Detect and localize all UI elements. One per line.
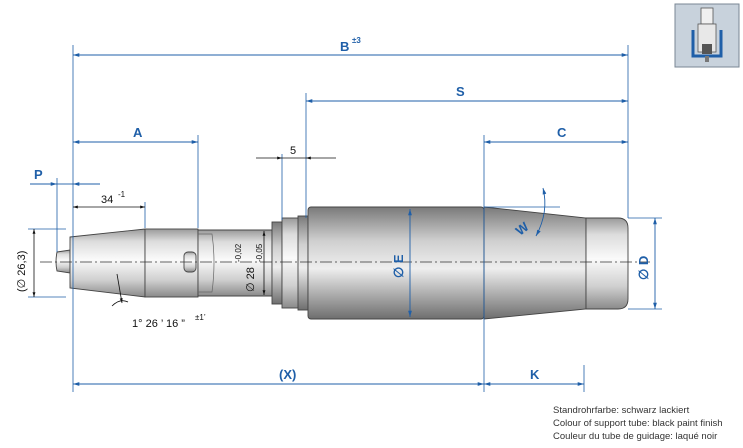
dim-5-label: 5 [290, 145, 296, 157]
dim-34-tolerance: -1 [118, 190, 126, 199]
dim-S-label: S [456, 84, 465, 99]
dim-taper-angle: 1° 26 ’ 16 ” ±1’ [111, 273, 206, 330]
dim-34-label: 34 [101, 194, 113, 206]
nose-pin [55, 249, 71, 274]
dim-K: K [484, 367, 584, 386]
middle-section [197, 229, 273, 297]
dim-S: S [306, 84, 628, 103]
shaft-part [55, 206, 629, 320]
hydraulic-cylinder-icon [691, 7, 723, 62]
dim-X-label: (X) [279, 367, 296, 382]
dim-angle-label: 1° 26 ’ 16 ” [132, 318, 185, 330]
collar-edge [297, 215, 309, 311]
dim-dia-28-tol-lower: -0,05 [255, 243, 264, 262]
dim-B-tolerance: ±3 [352, 36, 361, 45]
collar-ring [271, 221, 283, 305]
dim-A: A [73, 125, 198, 144]
dim-dia-28-label: ∅ 28 [245, 267, 257, 292]
dim-P-label: P [34, 167, 43, 182]
end-cap [585, 217, 629, 310]
dim-P: P [30, 167, 100, 186]
dim-E-label: ∅ E [391, 254, 406, 278]
dim-B: B ±3 [73, 36, 628, 57]
dim-5: 5 [256, 145, 336, 160]
dim-C-label: C [557, 125, 567, 140]
dim-34: 34 -1 [73, 190, 145, 209]
dim-E: ∅ E [391, 209, 412, 317]
relief-groove [198, 233, 215, 293]
paint-notes: Standrohrfarbe: schwarz lackiert Colour … [553, 405, 723, 442]
right-taper [483, 206, 587, 320]
dim-angle-tolerance: ±1’ [195, 313, 206, 322]
dim-D: ∅ D [636, 218, 657, 309]
dim-dia-26-3-label: (∅ 26,3) [16, 251, 28, 292]
dim-X: (X) [73, 367, 484, 386]
dim-B-label: B [340, 39, 349, 54]
dim-dia-28: ∅ 28 -0,02 -0,05 [234, 231, 266, 295]
dim-K-label: K [530, 367, 540, 382]
thumbnail [674, 3, 740, 68]
dim-dia-26-3: (∅ 26,3) [16, 229, 36, 297]
dim-D-label: ∅ D [636, 256, 651, 280]
left-taper [69, 228, 146, 298]
note-en: Colour of support tube: black paint fini… [553, 418, 723, 429]
extension-lines [28, 45, 662, 392]
note-de: Standrohrfarbe: schwarz lackiert [553, 405, 690, 416]
dim-C: C [484, 125, 628, 144]
dim-dia-28-tol-upper: -0,02 [234, 243, 243, 262]
note-fr: Couleur du tube de guidage: laqué noir [553, 431, 717, 442]
dim-A-label: A [133, 125, 143, 140]
